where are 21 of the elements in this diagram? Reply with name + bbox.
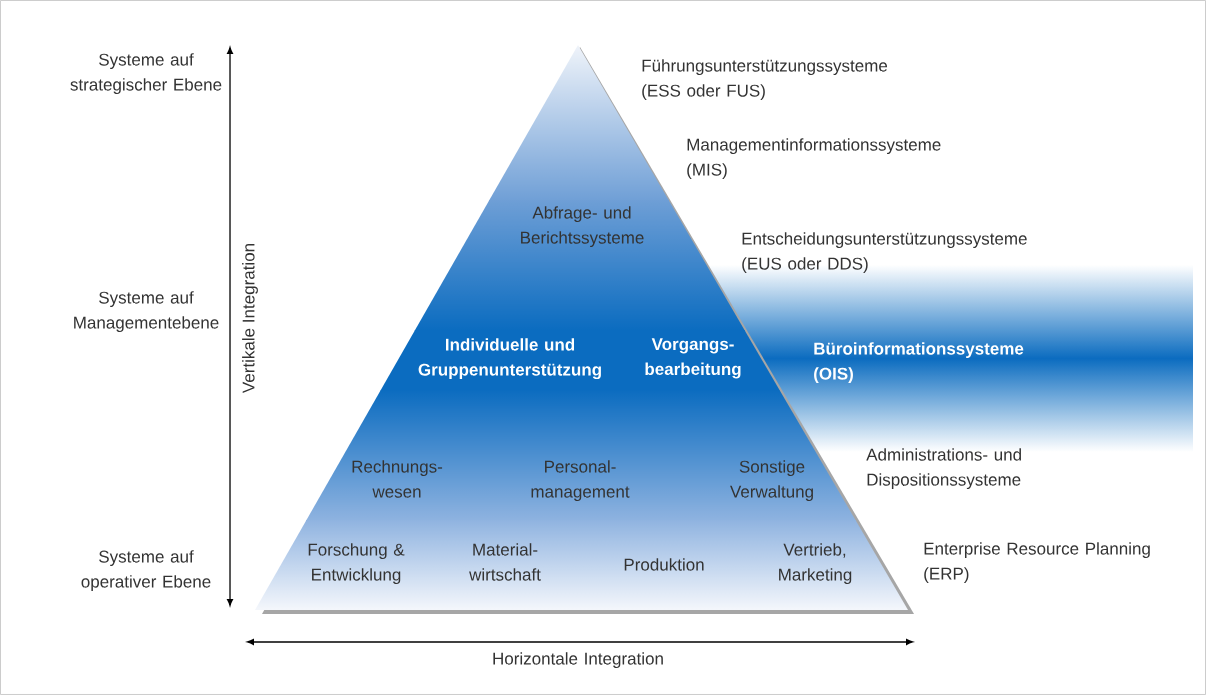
area-label: Rechnungs- wesen <box>352 460 443 498</box>
system-label: Büroinformationssysteme (OIS) <box>814 342 1024 384</box>
area-label: Abfrage- und Berichtssysteme <box>521 206 644 248</box>
level-label: Systeme auf Managementebene <box>74 291 219 333</box>
axis-label: Horizontale Integration <box>493 652 663 669</box>
area-label: Vorgangs- bearbeitung <box>645 338 741 379</box>
level-label: Systeme auf strategischer Ebene <box>70 53 222 95</box>
system-label: Entscheidungsunterstützungssysteme (EUS oder DDS) <box>742 232 1027 274</box>
level-label: Systeme auf operativer Ebene <box>81 550 211 591</box>
system-label: Managementinformationssysteme (MIS) <box>687 138 941 180</box>
axis-label: Vertikale Integration <box>242 244 258 394</box>
area-label: Vertrieb, Marketing <box>779 543 852 585</box>
area-label: Forschung & Entwicklung <box>308 543 405 585</box>
system-label: Enterprise Resource Planning (ERP) <box>924 542 1150 584</box>
area-label: Personal- management <box>531 460 630 502</box>
area-label: Material- wirtschaft <box>469 543 541 581</box>
area-label: Individuelle und Gruppenunterstützung <box>418 338 601 380</box>
system-label: Administrations- und Dispositionssysteme <box>866 448 1021 490</box>
system-label: Führungsunterstützungssysteme (ESS oder FUS) <box>642 59 888 101</box>
area-label: Sonstige Verwaltung <box>730 460 813 502</box>
area-label: Produktion <box>624 558 704 571</box>
